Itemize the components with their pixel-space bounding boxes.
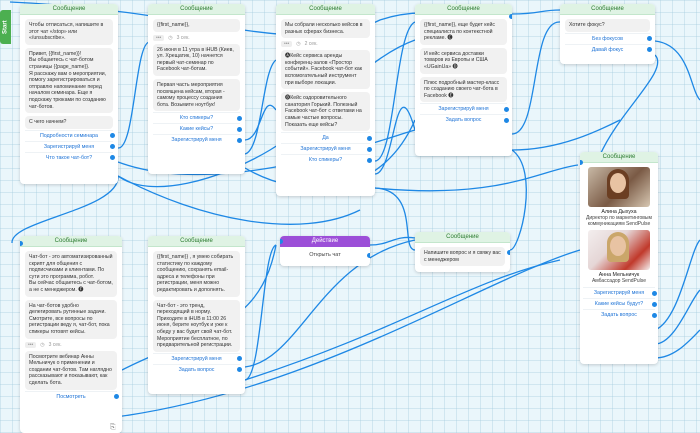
speaker-card: Анна Мельничук Амбассадор SendPulse [583, 230, 655, 284]
connector-port[interactable] [237, 126, 242, 132]
message-text: Плюс подробный мастер-класс по созданию … [420, 76, 507, 103]
more-icon: ••• [281, 41, 293, 48]
message-text: Первая часть мероприятия посвящена кейса… [153, 78, 240, 112]
message-text: {{first_name}} , я умею собирать статист… [153, 251, 240, 297]
message-text: Привет, {{first_name}}! Вы общаетесь с ч… [25, 47, 113, 114]
connector-port[interactable] [280, 239, 283, 244]
connector-port[interactable] [504, 106, 509, 112]
connector-port[interactable] [509, 14, 512, 19]
connector-port[interactable] [237, 115, 242, 121]
button-register[interactable]: Зарегистрируй меня [25, 140, 115, 152]
button-speakers[interactable]: Кто спикеры? [153, 112, 242, 123]
delay-indicator: •••◷3 сек. [153, 34, 240, 41]
action-block-open-chat[interactable]: Действие Открыть чат [280, 236, 370, 266]
message-header: Сообщение [276, 4, 375, 15]
delay-indicator: •••◷2 сек. [281, 41, 370, 48]
button-register[interactable]: Зарегистрируй меня [153, 134, 242, 145]
connector-port[interactable] [367, 157, 372, 163]
clock-icon: ◷ [40, 341, 45, 348]
button-yes[interactable]: Да [281, 132, 372, 143]
connector-port[interactable] [110, 144, 115, 150]
message-block-contact-manager[interactable]: Сообщение Напишите вопрос и я свяжу вас … [415, 232, 510, 272]
start-marker: Start [0, 10, 11, 44]
connector-port[interactable] [237, 367, 242, 373]
message-text: С чего начнем? [25, 116, 113, 129]
message-text: 🅑Кейс оздоровительного санатория Горький… [281, 92, 370, 132]
message-header: Сообщение [415, 232, 510, 243]
message-text: Чат-бот - это тренд, переходящий в норму… [153, 299, 240, 352]
connector-port[interactable] [367, 253, 370, 258]
button-register[interactable]: Зарегистрируй меня [153, 352, 242, 364]
more-icon: ••• [25, 341, 37, 348]
message-block-more-cases[interactable]: Сообщение {{first_name}}, еще будет кейс… [415, 4, 512, 156]
message-text: 🅐Кейс сервиса аренды конференц-залов «Пр… [281, 50, 370, 90]
message-block-chatbot-features[interactable]: Сообщение {{first_name}} , я умею собира… [148, 236, 245, 394]
message-block-cases[interactable]: Сообщение Мы собрали несколько кейсов в … [276, 4, 375, 196]
message-text: Посмотрите вебинар Анны Мельничук о прим… [25, 350, 117, 390]
button-watch[interactable]: Посмотреть [25, 390, 119, 402]
button-ask-question[interactable]: Задать вопрос [153, 363, 242, 375]
message-text: {{first_name}}, еще будет кейс специалис… [420, 19, 507, 45]
connector-port[interactable] [580, 160, 583, 165]
connector-port[interactable] [647, 36, 652, 42]
connector-port[interactable] [367, 146, 372, 152]
clock-icon: ◷ [168, 34, 173, 41]
connector-port[interactable] [504, 117, 509, 123]
clock-icon: ◷ [296, 41, 301, 48]
delay-indicator: •••◷3 сек. [25, 341, 117, 348]
message-header: Сообщение [580, 152, 658, 163]
message-text: {{first_name}}, [153, 19, 240, 32]
message-text: И кейс сервиса доставки товаров из Европ… [420, 47, 507, 74]
message-header: Сообщение [20, 236, 122, 247]
button-ask-question[interactable]: Задать вопрос [420, 114, 509, 125]
message-text: Чат-бот - это автоматизированный скрипт … [25, 251, 117, 297]
action-text: Открыть чат [309, 252, 341, 258]
message-block-seminar-info[interactable]: Сообщение {{first_name}}, •••◷3 сек. 26 … [148, 4, 245, 174]
message-text: Напишите вопрос и я свяжу вас с менеджер… [420, 247, 505, 267]
button-cases[interactable]: Какие кейсы? [153, 123, 242, 134]
button-seminar-details[interactable]: Подробности семинара [25, 129, 115, 141]
speaker-photo [588, 167, 650, 207]
connector-port[interactable] [110, 133, 115, 139]
button-show-trick[interactable]: Давай фокус [565, 43, 652, 55]
connector-port[interactable] [114, 394, 119, 399]
connector-port[interactable] [507, 250, 510, 255]
connector-port[interactable] [237, 137, 242, 143]
message-text: Хотите фокус? [565, 19, 650, 32]
button-register[interactable]: Зарегистрируй меня [420, 103, 509, 114]
message-text: Чтобы отписаться, напишите в этот чат «/… [25, 19, 113, 45]
message-block-what-is-chatbot[interactable]: Сообщение Чат-бот - это автоматизированн… [20, 236, 122, 433]
message-header: Сообщение [415, 4, 512, 15]
connector-port[interactable] [652, 301, 657, 307]
connector-port[interactable] [647, 47, 652, 53]
connector-port[interactable] [237, 356, 242, 362]
connector-port[interactable] [20, 241, 23, 246]
action-header: Действие [280, 236, 370, 247]
message-header: Сообщение [20, 4, 118, 15]
button-speakers[interactable]: Кто спикеры? [281, 154, 372, 165]
message-header: Сообщение [148, 236, 245, 247]
button-which-cases[interactable]: Какие кейсы будут? [583, 298, 657, 309]
message-header: Сообщение [560, 4, 655, 15]
message-block-speakers[interactable]: Сообщение Алина Дыхуха Директор по марке… [580, 152, 658, 364]
button-what-is-chatbot[interactable]: Что такое чат-бот? [25, 151, 115, 163]
button-no-tricks[interactable]: Без фокусов [565, 32, 652, 44]
message-header: Сообщение [148, 4, 245, 15]
button-ask-question[interactable]: Задать вопрос [583, 309, 657, 320]
more-icon: ••• [153, 34, 165, 41]
connector-port[interactable] [652, 312, 657, 318]
attachment-icon: ⎘ [110, 424, 116, 431]
button-register[interactable]: Зарегистрируй меня [583, 287, 657, 298]
button-register[interactable]: Зарегистрируй меня [281, 143, 372, 154]
message-text: 26 июня в 11 утра в iHUB (Киев, ул. Хрещ… [153, 43, 240, 76]
speaker-photo [588, 230, 650, 270]
connector-port[interactable] [110, 155, 115, 161]
connector-port[interactable] [652, 290, 657, 296]
message-text: На чат-ботов удобно делегировать рутинны… [25, 299, 117, 339]
speaker-card: Алина Дыхуха Директор по маркетинговым к… [583, 167, 655, 227]
message-block-trick[interactable]: Сообщение Хотите фокус? Без фокусов Дава… [560, 4, 655, 64]
message-block-intro[interactable]: Сообщение Чтобы отписаться, напишите в э… [20, 4, 118, 184]
message-text: Мы собрали несколько кейсов в разных сфе… [281, 19, 370, 39]
connector-port[interactable] [367, 135, 372, 141]
